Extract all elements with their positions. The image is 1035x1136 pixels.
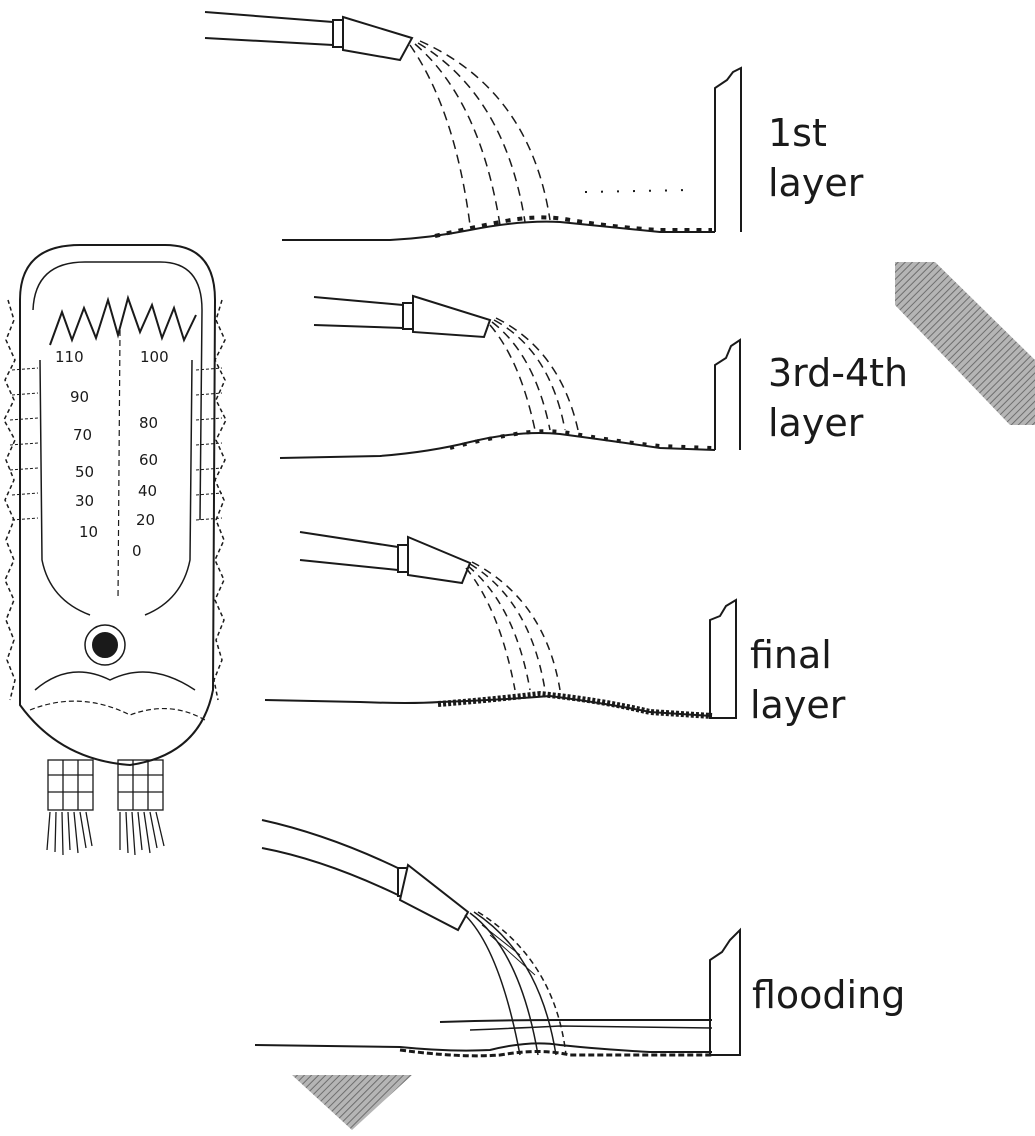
gauge-tick: 110	[55, 348, 84, 366]
gauge-tick: 50	[75, 463, 94, 481]
gauge-tick: 10	[79, 523, 98, 541]
soil-layer	[435, 217, 712, 236]
ground-profile	[255, 1043, 712, 1052]
gauge-scale-right: 100 80 60 40 20 0	[132, 348, 169, 560]
ground-profile	[280, 433, 715, 458]
water-drops	[585, 190, 690, 192]
stage-label-line: 3rd-4th	[768, 351, 908, 395]
levee-wall	[710, 600, 736, 718]
water-spray	[466, 562, 560, 690]
soil-layer	[450, 431, 712, 448]
stage-label-1st-layer: 1st layer	[768, 111, 864, 205]
stage-label-line: 1st	[768, 111, 827, 155]
hose-nozzle-icon	[300, 532, 470, 583]
levee-wall	[715, 340, 740, 450]
gauge-scale-left: 110 90 70 50 30 10	[55, 348, 98, 541]
gauge-tick: 60	[139, 451, 158, 469]
levee-wall	[715, 68, 741, 232]
gauge-tick: 70	[73, 426, 92, 444]
flood-water-surface-lower	[470, 1026, 712, 1030]
gauge-tick: 30	[75, 492, 94, 510]
flood-water-surface	[440, 1020, 712, 1022]
stage-label-line: flooding	[752, 973, 905, 1017]
gauge-tick: 0	[132, 542, 142, 560]
water-spray	[490, 318, 578, 430]
stage-label-3rd-4th-layer: 3rd-4th layer	[768, 351, 908, 445]
stage-3rd-4th-layer	[280, 296, 740, 458]
gauge-illustration	[4, 245, 226, 855]
stage-flooding	[255, 820, 740, 1056]
gauge-tick: 100	[140, 348, 169, 366]
gauge-tick: 90	[70, 388, 89, 406]
hose-nozzle-icon	[314, 296, 490, 337]
stage-final-layer	[265, 532, 736, 718]
diagonal-arrow-icon	[895, 262, 1035, 425]
down-arrow-icon	[292, 1075, 412, 1130]
levee-wall	[710, 930, 740, 1055]
gauge-tick: 40	[138, 482, 157, 500]
hose-nozzle-icon	[262, 820, 468, 930]
stage-label-line: final	[750, 633, 832, 677]
hose-nozzle-icon	[205, 12, 412, 60]
stage-label-line: layer	[768, 401, 864, 445]
stage-1st-layer	[205, 12, 741, 240]
water-stream	[465, 912, 566, 1055]
stage-label-flooding: flooding	[752, 973, 905, 1017]
water-spray	[410, 41, 550, 225]
stage-label-line: layer	[750, 683, 846, 727]
stage-label-line: layer	[768, 161, 864, 205]
stage-label-final-layer: final layer	[750, 633, 846, 727]
gauge-tick: 80	[139, 414, 158, 432]
gauge-tick: 20	[136, 511, 155, 529]
